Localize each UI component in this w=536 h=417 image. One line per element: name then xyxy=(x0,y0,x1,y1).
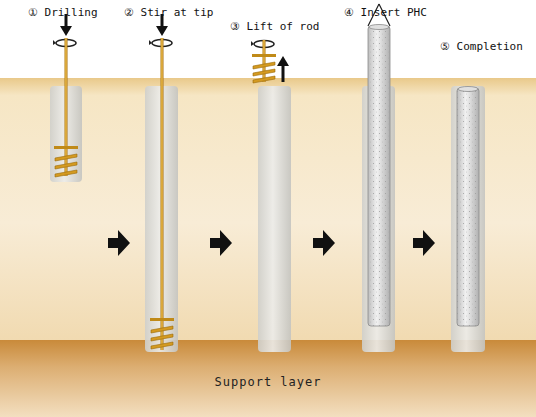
illustration-part xyxy=(210,230,232,256)
illustration-part xyxy=(150,318,174,349)
soil-layer-band: Support layer xyxy=(0,360,536,404)
step-label: ④ Insert PHC xyxy=(344,6,427,19)
illustration-part xyxy=(253,76,275,83)
illustration-part xyxy=(55,154,77,161)
step-label: ② Stir at tip xyxy=(124,6,213,19)
illustration-part xyxy=(253,69,275,76)
illustration-part xyxy=(55,162,77,169)
illustration-part xyxy=(53,40,56,45)
illustration-part xyxy=(150,318,174,321)
step-label: ① Drilling xyxy=(28,6,98,19)
illustration-part xyxy=(251,41,254,46)
illustration-part xyxy=(55,170,77,177)
illustration-part xyxy=(156,26,168,36)
step-label: ③ Lift of rod xyxy=(230,20,319,33)
illustration-part xyxy=(252,54,276,57)
illustration-part xyxy=(108,230,130,256)
illustration-part xyxy=(457,88,479,326)
illustration-part xyxy=(65,38,68,176)
illustration-part xyxy=(54,146,78,177)
illustration-part xyxy=(368,26,390,326)
illustration-part xyxy=(151,326,173,333)
illustration-part xyxy=(252,54,276,83)
illustration-part xyxy=(313,230,335,256)
illustration-part xyxy=(149,40,152,45)
illustration-part xyxy=(0,78,536,368)
illustration-part xyxy=(368,26,390,326)
illustration-part xyxy=(161,38,164,350)
step-label: ⑤ Completion xyxy=(440,40,523,53)
illustration-part xyxy=(451,86,485,352)
illustration-part xyxy=(457,88,479,326)
illustration-part xyxy=(277,56,289,66)
layer-label: Support layer xyxy=(215,375,322,389)
illustration-part xyxy=(369,25,389,30)
illustration-part xyxy=(60,26,72,36)
illustration-part xyxy=(458,87,478,92)
illustration-part xyxy=(258,86,291,352)
illustration-part xyxy=(54,146,78,149)
illustration-part xyxy=(413,230,435,256)
illustration-part xyxy=(151,334,173,341)
illustration-part xyxy=(253,62,275,69)
illustration-part xyxy=(263,40,266,82)
illustration-part xyxy=(151,342,173,349)
